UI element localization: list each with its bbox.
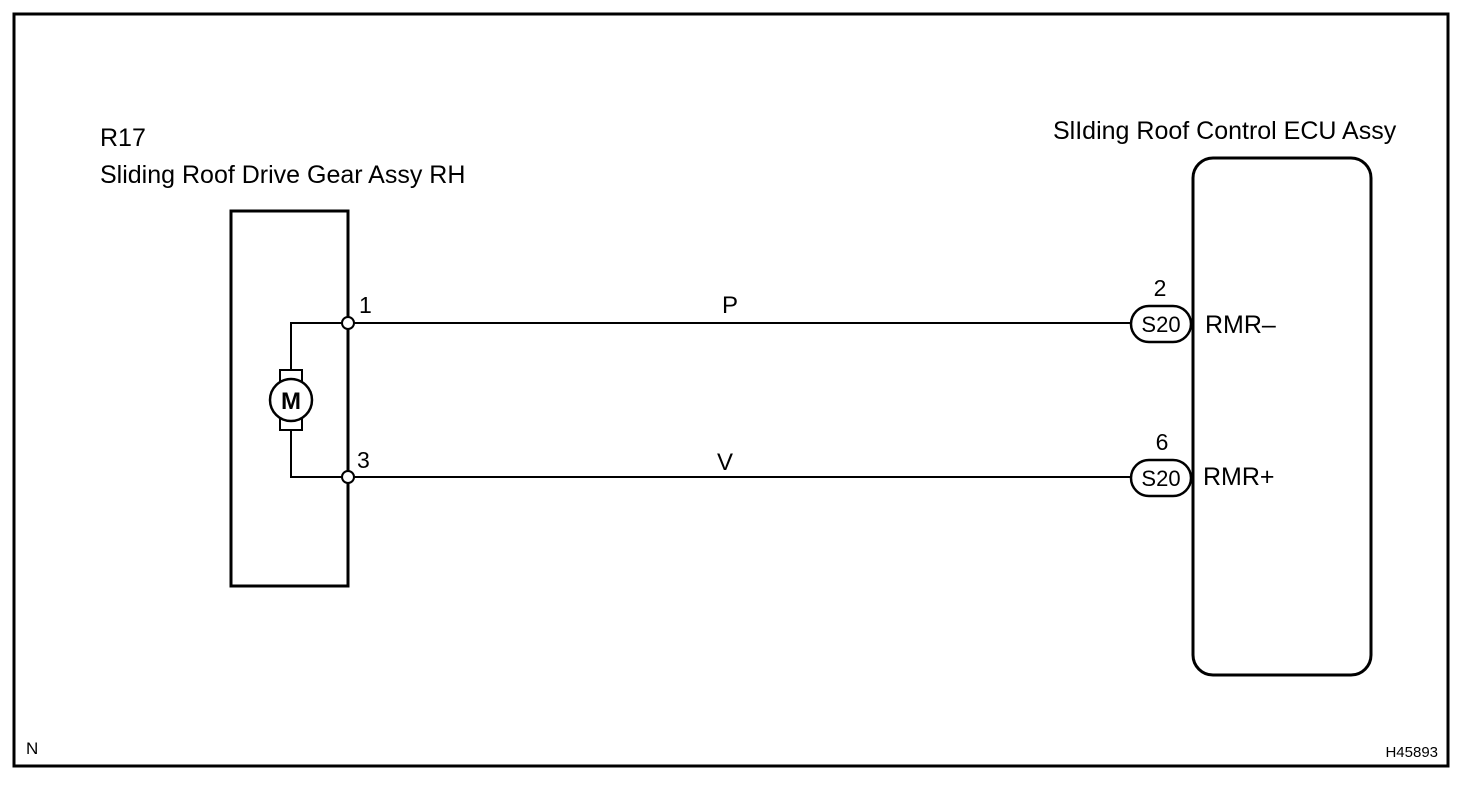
ecu-pin-2-label: 2 [1154,275,1167,301]
motor-internal-wire [290,322,348,478]
wire-p-color-label: P [722,292,738,319]
ecu-box [1191,156,1373,677]
ecu-pin-6-connector [1129,458,1193,498]
ecu-pin-6-connector-label: S20 [1141,466,1180,491]
pin-3-terminal [341,470,355,484]
ecu-pin-6-label: 6 [1156,429,1169,455]
motor-icon: M [268,369,314,431]
wire-p: P [354,292,1131,324]
pin-1-terminal [341,316,355,330]
pin-3-label: 3 [357,447,370,473]
drive-gear-assy-component: R17 Sliding Roof Drive Gear Assy RH M 1 … [100,124,465,588]
component-name-label: Sliding Roof Drive Gear Assy RH [100,161,465,189]
component-ref-label: R17 [100,124,146,152]
drive-gear-box [229,209,350,588]
motor-symbol-label: M [281,388,301,415]
diagram-frame [12,12,1450,768]
ecu-pin-2-connector [1129,304,1193,344]
pin-1-label: 1 [359,292,372,318]
ecu-name-label: SlIding Roof Control ECU Assy [1053,117,1397,145]
corner-letter-label: N [26,739,38,758]
figure-id-label: H45893 [1385,744,1438,761]
wire-v: V [354,449,1131,478]
ecu-pin-2-connector-label: S20 [1141,312,1180,337]
ecu-assy-component: SlIding Roof Control ECU Assy 2 S20 RMR–… [1053,117,1397,677]
ecu-pin-6-signal-label: RMR+ [1203,463,1275,491]
wire-v-color-label: V [717,449,733,476]
ecu-pin-2-signal-label: RMR– [1205,311,1276,339]
